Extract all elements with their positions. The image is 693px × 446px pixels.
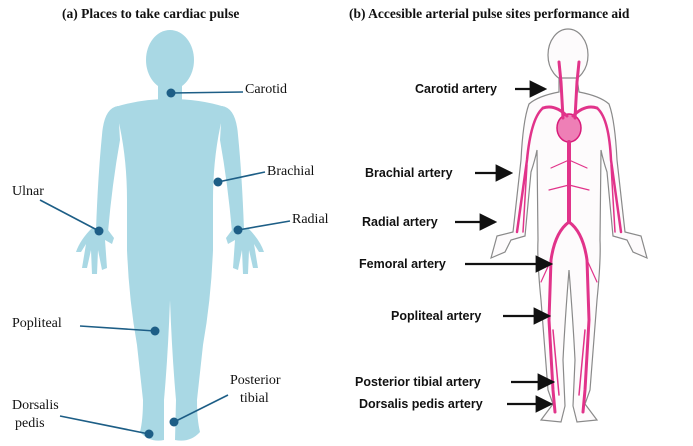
- label-brachial: Brachial: [267, 164, 314, 180]
- panel-b: (b) Accesible arterial pulse sites perfo…: [345, 0, 693, 446]
- label-dorsalis-pedis-artery: Dorsalis pedis artery: [359, 397, 483, 411]
- ulnar-point: [95, 227, 104, 236]
- dorsalis-pedis-point: [145, 430, 154, 439]
- carotid-point: [167, 89, 176, 98]
- label-carotid-artery: Carotid artery: [415, 82, 497, 96]
- label-femoral-artery: Femoral artery: [359, 257, 446, 271]
- label-radial: Radial: [292, 212, 329, 228]
- label-posterior: Posterior: [230, 373, 281, 389]
- label-posterior-tibial-artery: Posterior tibial artery: [355, 375, 481, 389]
- label-ulnar: Ulnar: [12, 184, 44, 200]
- popliteal-point: [151, 327, 160, 336]
- radial-point: [234, 226, 243, 235]
- label-dorsalis: Dorsalis: [12, 398, 59, 414]
- label-brachial-artery: Brachial artery: [365, 166, 453, 180]
- label-radial-artery: Radial artery: [362, 215, 438, 229]
- label-popliteal-artery: Popliteal artery: [391, 309, 481, 323]
- panel-a: (a) Places to take cardiac pulse: [0, 0, 345, 446]
- label-carotid: Carotid: [245, 82, 287, 98]
- posterior-tibial-point: [170, 418, 179, 427]
- body-outline: [491, 29, 647, 422]
- label-pedis: pedis: [15, 416, 45, 432]
- brachial-point: [214, 178, 223, 187]
- label-tibial: tibial: [240, 391, 269, 407]
- label-popliteal: Popliteal: [12, 316, 62, 332]
